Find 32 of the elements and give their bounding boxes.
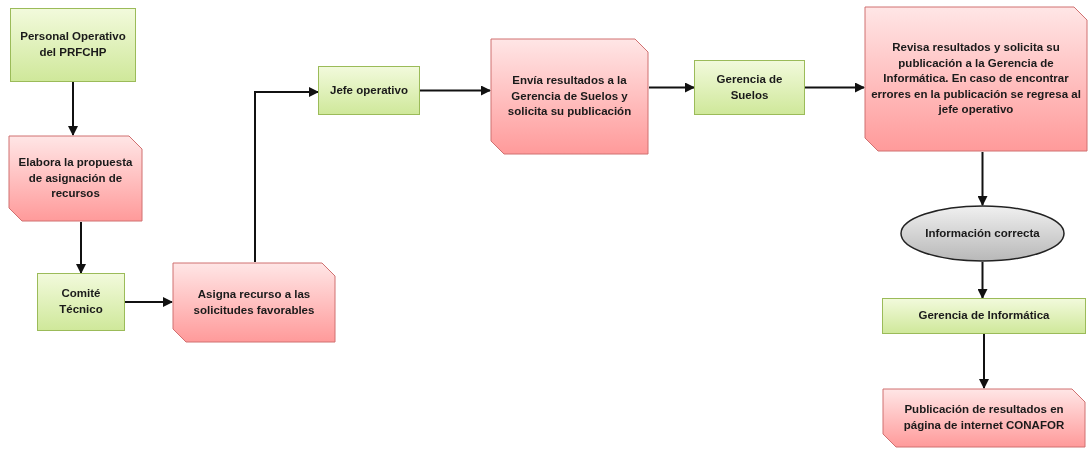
arrow (68, 81, 78, 136)
arrow (977, 151, 988, 206)
node-text: Asigna recurso a las solicitudes favorables (192, 287, 316, 318)
arrow (977, 261, 988, 299)
process-box (318, 66, 420, 115)
document-box (490, 38, 649, 155)
arrow (419, 85, 491, 96)
node-text: Jefe operativo (330, 82, 408, 98)
arrow (804, 82, 865, 93)
node-text: Personal Operativo del PRFCHP (19, 29, 127, 60)
arrow (979, 333, 989, 389)
node-text: Gerencia de Suelos (715, 72, 784, 103)
node-text: Publicación de resultados en página de internet CONAFOR (902, 402, 1066, 433)
document-box (172, 262, 336, 343)
arrow (76, 221, 86, 274)
document-box (882, 388, 1086, 448)
process-box (37, 273, 125, 331)
decision-ellipse (900, 205, 1065, 262)
node-text: Revisa resultados y solicita su publicación a la Gerencia de Informática. En caso de encontrar errores en la publicación se regresa al jefe operativo (870, 40, 1082, 118)
document-box (8, 135, 143, 222)
node-text: Información correcta (925, 225, 1040, 241)
arrow (254, 87, 319, 263)
node-text: Gerencia de Informática (918, 308, 1050, 324)
process-box (694, 60, 805, 115)
node-text: Comité Técnico (58, 286, 104, 317)
process-box (882, 298, 1086, 334)
document-box (864, 6, 1088, 152)
arrow (124, 297, 173, 307)
arrow (648, 82, 695, 93)
node-text: Elabora la propuesta de asignación de recursos (17, 155, 134, 202)
node-text: Envía resultados a la Gerencia de Suelos y solicita su publicación (506, 73, 633, 120)
process-box (10, 8, 136, 82)
